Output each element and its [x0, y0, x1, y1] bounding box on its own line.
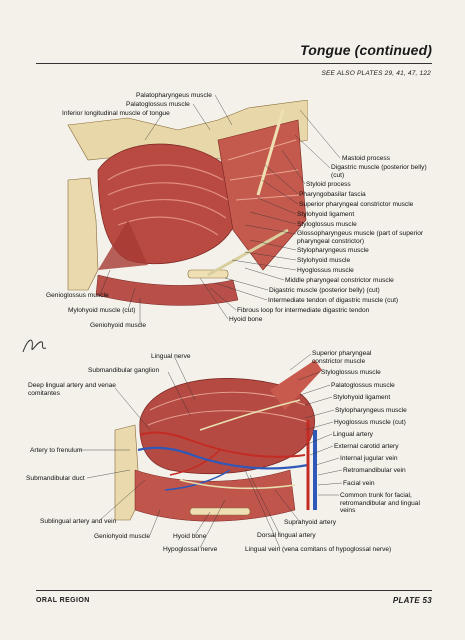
label-superior-constrictor: Superior pharyngeal constrictor muscle	[299, 201, 414, 208]
label-geniohyoid-top: Geniohyoid muscle	[90, 322, 147, 329]
label-palatoglossus-bottom: Palatoglossus muscle	[331, 382, 395, 389]
label-hyoglossus: Hyoglossus muscle	[297, 267, 354, 274]
label-submandibular-ganglion: Submandibular ganglion	[88, 367, 160, 374]
label-geniohyoid-bottom: Geniohyoid muscle	[94, 533, 151, 540]
footer-plate-number: PLATE 53	[392, 596, 432, 605]
label-genioglossus: Genioglossus muscle	[46, 292, 109, 299]
label-retromandibular: Retromandibular vein	[343, 467, 406, 474]
label-digastric-posterior-cut: Digastric muscle (posterior belly) (cut)	[269, 287, 380, 294]
label-inferior-longitudinal: Inferior longitudinal muscle of tongue	[62, 110, 170, 117]
label-styloglossus: Styloglossus muscle	[297, 221, 357, 228]
label-hyoid-bone-bottom: Hyoid bone	[173, 533, 207, 540]
label-digastric-posterior: Digastric muscle (posterior belly) (cut)	[331, 164, 427, 179]
label-lingual-nerve: Lingual nerve	[151, 353, 191, 360]
label-facial-vein: Facial vein	[343, 480, 375, 487]
label-mastoid-process: Mastoid process	[342, 155, 391, 162]
tongue-vessels-illustration	[114, 360, 322, 522]
label-fibrous-loop: Fibrous loop for intermediate digastric …	[237, 307, 370, 314]
label-stylopharyngeus: Stylopharyngeus muscle	[297, 247, 369, 254]
label-lingual-artery: Lingual artery	[333, 431, 373, 438]
netter-signature	[20, 330, 50, 360]
label-artery-frenulum: Artery to frenulum	[30, 447, 83, 454]
label-styloglossus-bottom: Styloglossus muscle	[321, 369, 381, 376]
footer-rule	[36, 590, 432, 591]
header-rule	[36, 63, 432, 64]
label-hypoglossal-nerve: Hypoglossal nerve	[163, 546, 218, 553]
label-stylopharyngeus-bottom: Stylopharyngeus muscle	[335, 407, 407, 414]
label-common-trunk: Common trunk for facial, retromandibular…	[340, 492, 420, 515]
label-external-carotid: External carotid artery	[334, 443, 399, 450]
label-superior-constrictor-bottom: Superior pharyngeal constrictor muscle	[312, 350, 372, 365]
label-mylohyoid: Mylohyoid muscle (cut)	[68, 307, 136, 314]
label-submandibular-duct: Submandibular duct	[26, 475, 85, 482]
label-palatopharyngeus: Palatopharyngeus muscle	[136, 92, 212, 99]
label-suprahyoid: Suprahyoid artery	[284, 519, 337, 526]
see-also-reference: SEE ALSO PLATES 29, 41, 47, 122	[321, 70, 431, 77]
footer-section: ORAL REGION	[36, 597, 90, 604]
page-title: Tongue (continued)	[300, 42, 432, 58]
label-middle-constrictor: Middle pharyngeal constrictor muscle	[285, 277, 394, 284]
label-stylohyoid-muscle: Stylohyoid muscle	[297, 257, 351, 264]
label-glossopharyngeus: Glossopharyngeus muscle (part of superio…	[297, 230, 424, 245]
label-hyoid-bone-top: Hyoid bone	[229, 316, 263, 323]
label-lingual-vein: Lingual vein (vena comitans of hypogloss…	[245, 546, 392, 553]
label-stylohyoid-ligament: Stylohyoid ligament	[297, 211, 355, 218]
label-hyoglossus-cut: Hyoglossus muscle (cut)	[334, 419, 406, 426]
label-sublingual: Sublingual artery and vein	[40, 518, 117, 525]
label-deep-lingual: Deep lingual artery and venae comitantes	[28, 382, 116, 397]
label-stylohyoid-ligament-bottom: Stylohyoid ligament	[333, 394, 391, 401]
bottom-anatomy-figure	[110, 360, 325, 540]
label-internal-jugular: Internal jugular vein	[340, 455, 398, 462]
label-intermediate-tendon: Intermediate tendon of digastric muscle …	[268, 297, 399, 304]
label-palatoglossus: Palatoglossus muscle	[126, 101, 190, 108]
label-dorsal-lingual: Dorsal lingual artery	[257, 532, 316, 539]
label-styloid-process: Styloid process	[306, 181, 351, 188]
label-pharyngobasilar: Pharyngobasilar fascia	[299, 191, 366, 198]
